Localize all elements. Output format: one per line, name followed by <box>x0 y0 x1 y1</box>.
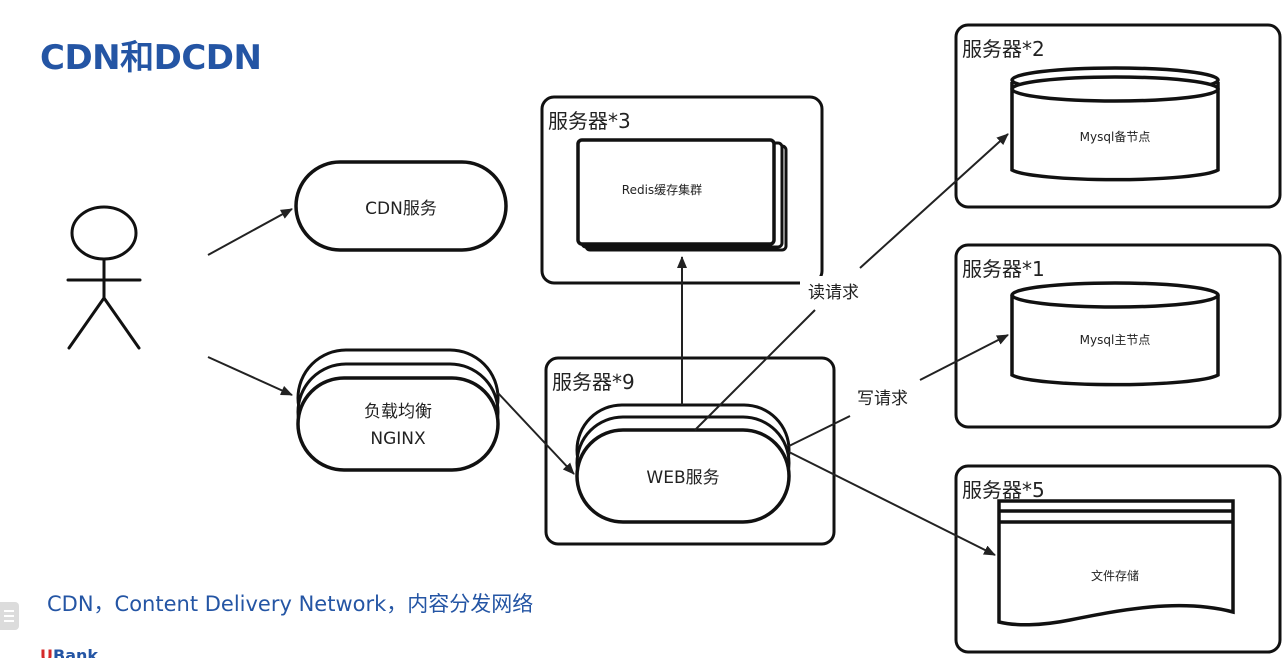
load-balancer-label-line2: NGINX <box>370 429 426 449</box>
read-request-label: 读请求 <box>808 283 859 303</box>
load-balancer-label-line1: 负载均衡 <box>364 402 432 422</box>
cdn-service-label: CDN服务 <box>365 199 437 219</box>
mysql-master-node: Mysql主节点 <box>1010 281 1220 387</box>
edge-web-read-lower <box>694 309 816 431</box>
slide-caption: CDN，Content Delivery Network，内容分发网络 <box>47 592 534 616</box>
file-storage-label: 文件存储 <box>1091 568 1139 583</box>
web-service-node: WEB服务 <box>575 403 791 524</box>
edge-web-write-lower <box>788 415 851 447</box>
mysql-master-label: Mysql主节点 <box>1080 333 1151 347</box>
file-group-label: 服务器*5 <box>962 478 1045 502</box>
slide-title: CDN和DCDN <box>40 38 262 78</box>
write-request-label: 写请求 <box>857 389 908 409</box>
cdn-service-node: CDN服务 <box>294 160 508 252</box>
edge-web-to-file <box>788 451 996 556</box>
load-balancer-node: 负载均衡 NGINX <box>296 348 500 472</box>
footer-logo-blue: Bank <box>53 648 99 658</box>
file-storage-node: 文件存储 <box>997 499 1235 627</box>
web-group-label: 服务器*9 <box>552 370 635 394</box>
user-actor-icon <box>66 205 142 350</box>
edge-read-to-mysql-slave <box>859 133 1009 269</box>
mysql-slave-label: Mysql备节点 <box>1080 130 1151 144</box>
mysql-slave-node: Mysql备节点 <box>1010 66 1220 182</box>
edge-lb-to-web <box>497 392 575 475</box>
web-service-label: WEB服务 <box>646 468 719 488</box>
mysql-slave-group-label: 服务器*2 <box>962 37 1045 61</box>
redis-group-label: 服务器*3 <box>548 109 631 133</box>
redis-cluster-label: Redis缓存集群 <box>622 182 702 197</box>
edge-user-to-cdn <box>207 208 293 256</box>
side-menu-toggle[interactable] <box>0 602 19 630</box>
mysql-master-group-label: 服务器*1 <box>962 257 1045 281</box>
edge-user-to-lb <box>207 356 293 396</box>
footer-logo-red: U <box>40 648 53 658</box>
footer-logo: UBank <box>40 648 98 658</box>
redis-cluster-node: Redis缓存集群 <box>576 138 788 252</box>
edge-write-to-mysql-master <box>919 334 1009 381</box>
